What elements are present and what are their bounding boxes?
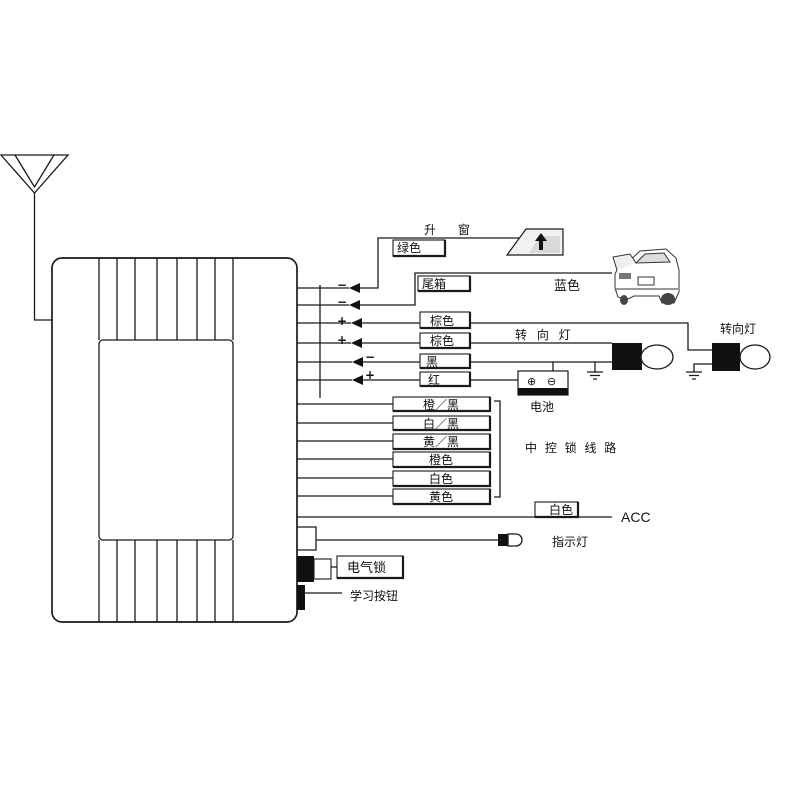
connector-arrow-icon	[349, 300, 360, 310]
window-up-icon	[505, 228, 564, 256]
wire-label-brown-left: 棕色	[419, 332, 472, 350]
wire-color-text: 棕色	[430, 313, 454, 328]
connector-arrows	[349, 283, 363, 385]
wire-color-text: 红	[428, 372, 440, 387]
wire-indicator	[297, 526, 498, 551]
polarity-sign: +	[365, 368, 375, 382]
led-icon	[498, 533, 523, 547]
wires-central-lock	[297, 403, 393, 497]
car-trunk-icon	[612, 248, 680, 305]
wire-label-acc: 白色	[534, 501, 580, 519]
central-lock-label: 中 控 锁 线 路	[525, 440, 618, 455]
connector-arrow-icon	[352, 357, 363, 367]
wire-color-text: 白色	[429, 471, 453, 486]
wire-color-text: 橙／黑	[423, 397, 459, 412]
wire-color-text: 黄色	[429, 490, 453, 504]
wire-window-up	[297, 237, 519, 289]
wire-color-text: 橙色	[429, 452, 453, 467]
acc-label: ACC	[621, 509, 651, 525]
polarity-sign: −	[337, 278, 347, 292]
wire-color-text: 棕色	[430, 333, 454, 348]
antenna-icon	[0, 154, 70, 321]
ground-icon	[686, 363, 712, 380]
connector-arrow-icon	[352, 375, 363, 385]
turn-signal-right-label: 转向灯	[720, 321, 756, 336]
wire-label-green: 绿色	[392, 239, 447, 258]
electric-lock-connector	[297, 556, 332, 582]
connector-arrow-icon	[351, 318, 362, 328]
wire-trunk	[297, 272, 612, 306]
wire-turn-signal-right	[297, 322, 712, 351]
indicator-label: 指示灯	[552, 534, 588, 549]
turn-signal-bulb-icon	[612, 343, 674, 370]
learn-button-label: 学习按钮	[350, 588, 398, 603]
unit-top-ribs	[98, 258, 234, 340]
polarity-sign: +	[337, 314, 347, 328]
learn-button-icon	[297, 585, 305, 610]
central-lock-bracket	[494, 400, 501, 498]
wire-black	[297, 361, 612, 371]
battery-negative-symbol: ⊖	[547, 375, 556, 388]
control-unit-panel	[98, 339, 234, 541]
wire-color-text: 白色	[549, 502, 573, 517]
connector-arrow-icon	[351, 338, 362, 348]
unit-bottom-ribs	[98, 540, 234, 622]
wire-color-text: 黑	[426, 355, 438, 369]
wire-label-red: 红	[419, 371, 472, 388]
battery-positive-symbol: ⊕	[527, 375, 536, 388]
turn-signal-left-label: 转 向 灯	[515, 327, 574, 342]
battery-icon: ⊕ ⊖	[517, 370, 569, 396]
ground-icon	[587, 362, 603, 380]
window-up-label: 升 窗	[424, 223, 479, 237]
wire-label-trunk: 尾箱	[417, 275, 472, 293]
wire-label-brown-right: 棕色	[419, 311, 472, 330]
central-lock-wire-labels: 橙／黑 白／黑 黄／黑 橙色 白色 黄色	[392, 396, 492, 506]
battery-label: 电池	[530, 400, 554, 414]
wire-color-text: 白／黑	[423, 416, 459, 431]
wire-color-text: 绿色	[397, 240, 421, 255]
connector-arrow-icon	[349, 283, 360, 293]
polarity-sign: +	[337, 333, 347, 347]
trunk-wire-color: 蓝色	[554, 278, 580, 294]
wire-color-text: 黄／黑	[423, 435, 459, 449]
alarm-control-unit	[51, 257, 298, 623]
electric-lock-label: 电气锁	[347, 560, 386, 576]
polarity-sign: −	[365, 350, 375, 364]
turn-signal-bulb-icon	[712, 343, 771, 371]
wire-label-black: 黑	[419, 353, 472, 370]
trunk-label: 尾箱	[422, 276, 446, 291]
electric-lock-box: 电气锁	[336, 555, 405, 580]
polarity-sign: −	[337, 295, 347, 309]
